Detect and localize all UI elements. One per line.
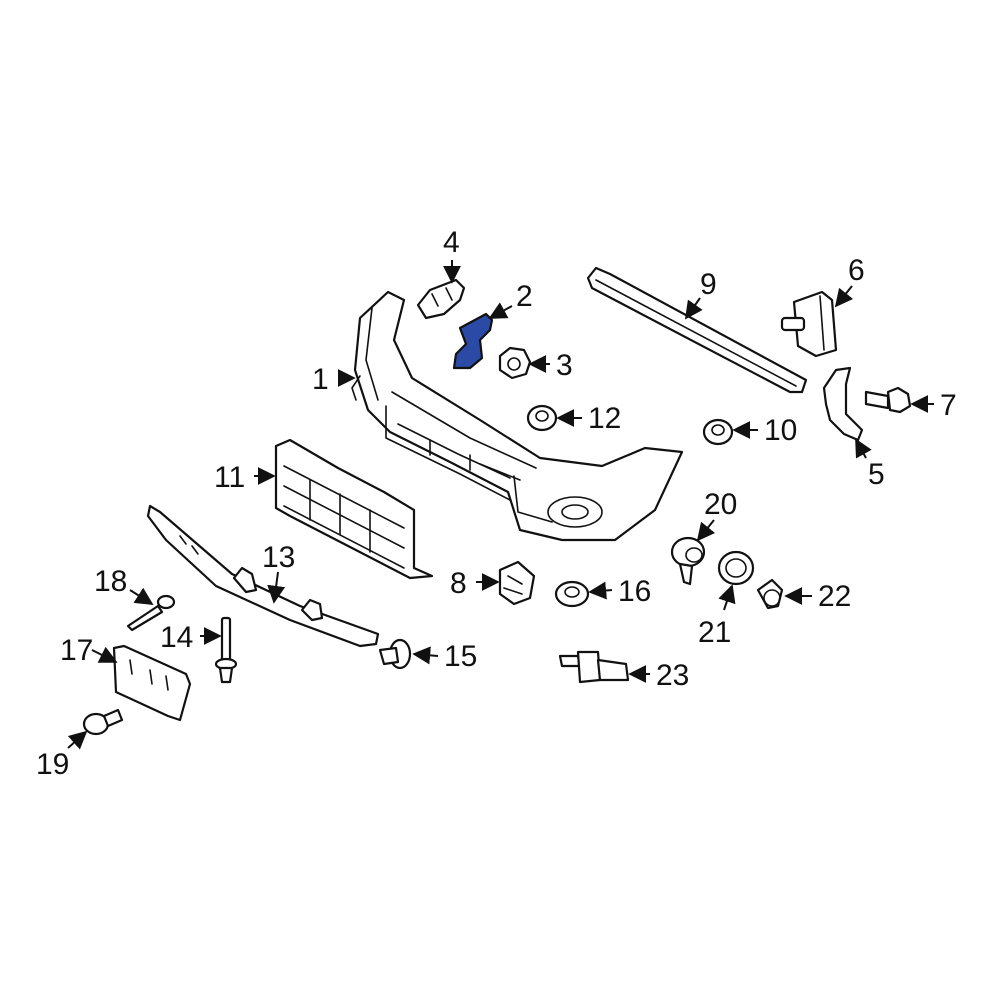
callout-5: 5 (868, 458, 885, 491)
bracket-plate-part-6[interactable] (780, 290, 838, 358)
bolt-part-7[interactable] (864, 386, 912, 414)
callout-10: 10 (764, 414, 797, 447)
callout-numbers: 1 2 3 4 5 6 7 8 9 10 11 12 13 14 15 16 1… (36, 226, 957, 781)
callout-20: 20 (704, 488, 737, 521)
license-bracket-part-17[interactable] (112, 644, 192, 722)
callout-4: 4 (443, 226, 460, 259)
callout-9: 9 (700, 268, 717, 301)
push-clip-part-15[interactable] (378, 638, 412, 670)
leader-19 (67, 730, 88, 750)
leader-5 (855, 438, 872, 459)
callout-7: 7 (940, 389, 957, 422)
leader-2 (488, 302, 513, 319)
callout-15: 15 (444, 640, 477, 673)
callout-14: 14 (160, 621, 193, 654)
callout-22: 22 (818, 580, 851, 613)
callout-6: 6 (848, 254, 865, 287)
nut-part-3[interactable] (498, 346, 532, 380)
highlighted-bracket-part-2[interactable] (452, 312, 494, 370)
leader-18 (129, 587, 154, 605)
bracket-part-5[interactable] (822, 366, 864, 442)
leader-lines (67, 260, 934, 750)
connector-part-23[interactable] (558, 650, 630, 684)
leader-13 (267, 571, 286, 604)
bracket-part-4[interactable] (416, 278, 466, 320)
leader-20 (696, 519, 716, 542)
callout-23: 23 (656, 659, 689, 692)
grille-part-11[interactable] (274, 438, 434, 580)
leader-16 (588, 581, 613, 600)
callout-12: 12 (588, 402, 621, 435)
leader-21 (718, 584, 736, 611)
bezel-ring-part-21[interactable] (717, 550, 755, 586)
leader-6 (834, 285, 854, 308)
callout-2: 2 (516, 280, 533, 313)
sensor-part-20[interactable] (670, 536, 706, 586)
callout-1: 1 (312, 363, 329, 396)
callout-19: 19 (36, 748, 69, 781)
callout-11: 11 (214, 461, 245, 494)
callout-13: 13 (262, 541, 295, 574)
callout-21: 21 (698, 616, 731, 649)
callout-18: 18 (94, 565, 127, 598)
retainer-part-22[interactable] (756, 578, 784, 610)
leader-17 (91, 646, 118, 663)
reinforcement-beam-part-9[interactable] (586, 266, 808, 394)
callout-8: 8 (450, 567, 467, 600)
bolt-part-14[interactable] (214, 616, 238, 684)
nut-part-10[interactable] (702, 418, 734, 446)
push-pin-part-19[interactable] (82, 708, 124, 736)
lower-valance-part-13[interactable] (146, 504, 380, 648)
bumper-cover-part-1[interactable] (351, 290, 684, 542)
callout-17: 17 (60, 634, 93, 667)
leader-15 (412, 646, 439, 665)
nut-part-12[interactable] (526, 404, 558, 432)
callout-16: 16 (618, 575, 651, 608)
leader-9 (684, 297, 703, 320)
screw-part-18[interactable] (126, 594, 176, 632)
callout-3: 3 (556, 349, 573, 382)
nut-part-16[interactable] (554, 580, 590, 608)
clip-part-8[interactable] (498, 560, 536, 606)
